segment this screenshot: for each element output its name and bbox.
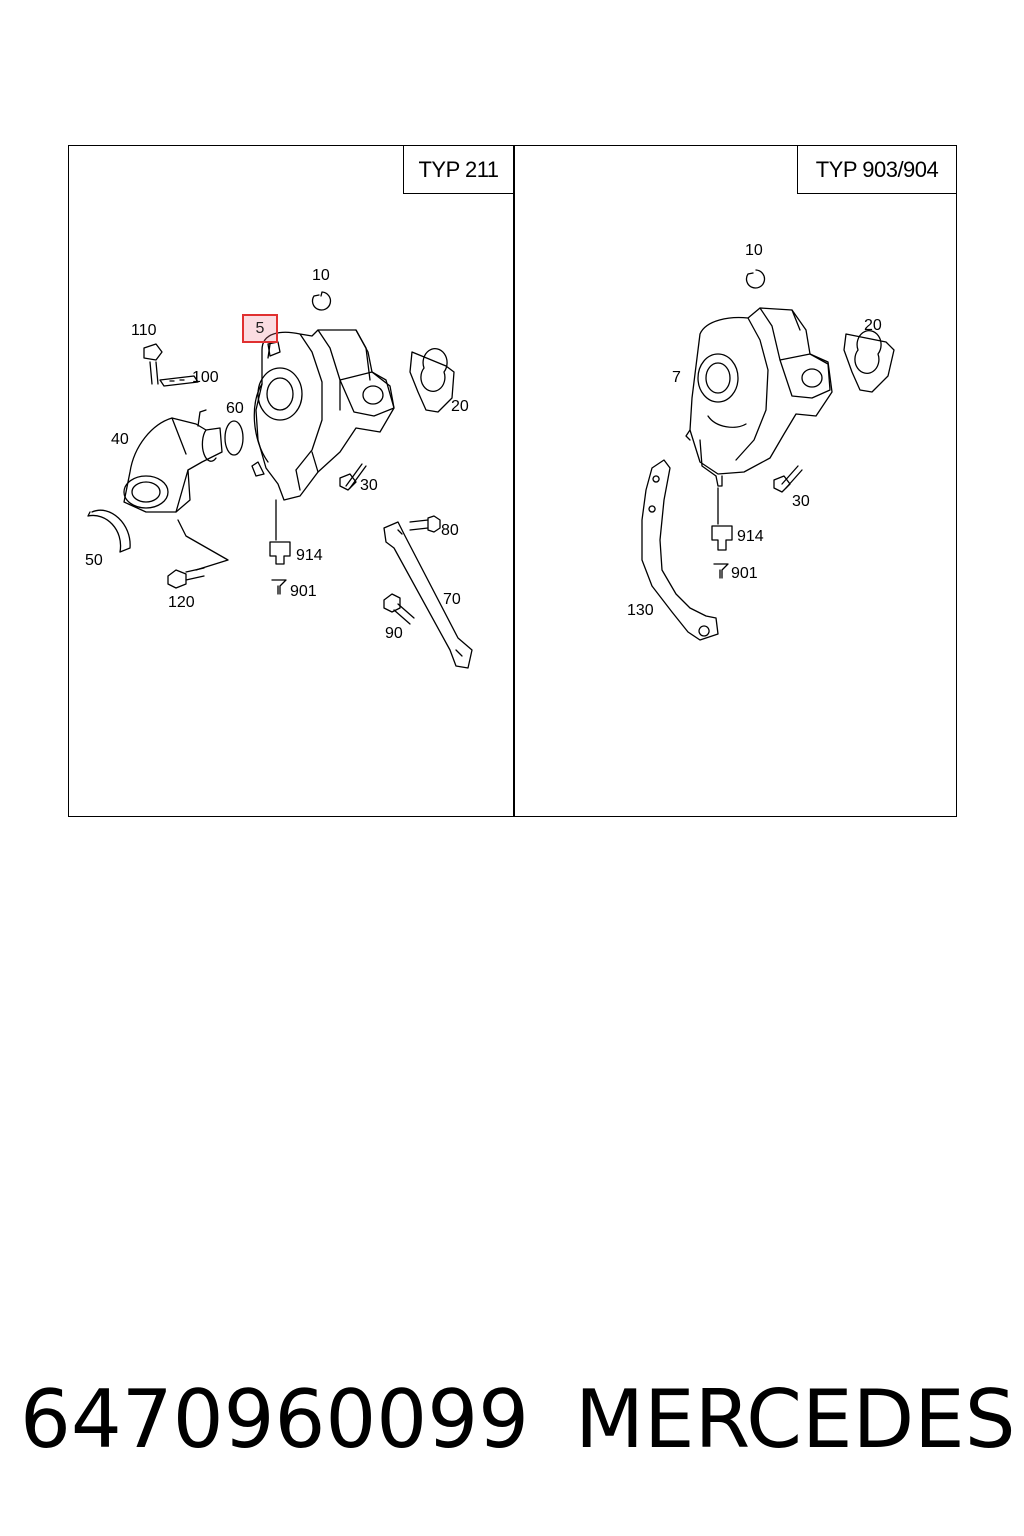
callout-10-right: 10 bbox=[745, 242, 763, 259]
leader-lines-left bbox=[177, 343, 277, 571]
callout-30-left: 30 bbox=[360, 477, 378, 494]
turbocharger-right bbox=[685, 307, 833, 487]
bracket-70-left bbox=[383, 521, 473, 669]
callout-100-left: 100 bbox=[192, 369, 219, 386]
gasket-20-right bbox=[843, 329, 895, 393]
callout-901-right: 901 bbox=[731, 565, 758, 582]
circlip-10-right bbox=[745, 269, 766, 289]
bolt-110-left bbox=[143, 343, 163, 385]
washer-100-left bbox=[159, 375, 199, 387]
callout-70-left: 70 bbox=[443, 591, 461, 608]
callout-80-left: 80 bbox=[441, 522, 459, 539]
callout-10-left: 10 bbox=[312, 267, 330, 284]
sensor-914-left bbox=[269, 541, 291, 565]
oring-60-left bbox=[224, 420, 244, 456]
panel-divider bbox=[513, 145, 515, 817]
callout-60-left: 60 bbox=[226, 400, 244, 417]
turbocharger-left bbox=[251, 329, 395, 501]
footer: 6470960099 MERCEDES bbox=[0, 1370, 1024, 1470]
bolt-90-left bbox=[383, 593, 415, 625]
screw-901-right bbox=[713, 563, 729, 579]
bracket-70-detail-left bbox=[455, 649, 463, 657]
callout-30-right: 30 bbox=[792, 493, 810, 510]
callout-7-right: 7 bbox=[672, 369, 681, 386]
callout-20-left: 20 bbox=[451, 398, 469, 415]
callout-110-left: 110 bbox=[131, 322, 157, 339]
bracket-130-right bbox=[641, 459, 719, 641]
diagram-frame bbox=[68, 145, 957, 817]
bolt-80-left bbox=[409, 515, 441, 533]
highlighted-callout-5[interactable]: 5 bbox=[242, 314, 278, 343]
bolt-120-left bbox=[167, 567, 205, 589]
intake-elbow-40-left bbox=[123, 409, 223, 513]
callout-20-right: 20 bbox=[864, 317, 882, 334]
sensor-914-right bbox=[711, 525, 733, 551]
callout-120-left: 120 bbox=[168, 594, 195, 611]
bolt-30-left bbox=[339, 463, 367, 491]
bolt-30-right bbox=[773, 465, 803, 493]
callout-914-left: 914 bbox=[296, 547, 323, 564]
callout-914-right: 914 bbox=[737, 528, 764, 545]
callout-130-right: 130 bbox=[627, 602, 654, 619]
callout-90-left: 90 bbox=[385, 625, 403, 642]
callout-40-left: 40 bbox=[111, 431, 129, 448]
bracket-130-holes-right bbox=[648, 475, 710, 637]
type-label-left: TYP 211 bbox=[403, 146, 513, 194]
circlip-10-left bbox=[311, 291, 332, 311]
type-label-right: TYP 903/904 bbox=[797, 146, 956, 194]
gasket-20-left bbox=[409, 347, 455, 413]
clamp-50-left bbox=[87, 509, 131, 553]
part-number: 6470960099 bbox=[20, 1373, 529, 1466]
callout-50-left: 50 bbox=[85, 552, 103, 569]
callout-901-left: 901 bbox=[290, 583, 317, 600]
brand-name: MERCEDES bbox=[575, 1373, 1016, 1466]
screw-901-left bbox=[271, 579, 287, 595]
